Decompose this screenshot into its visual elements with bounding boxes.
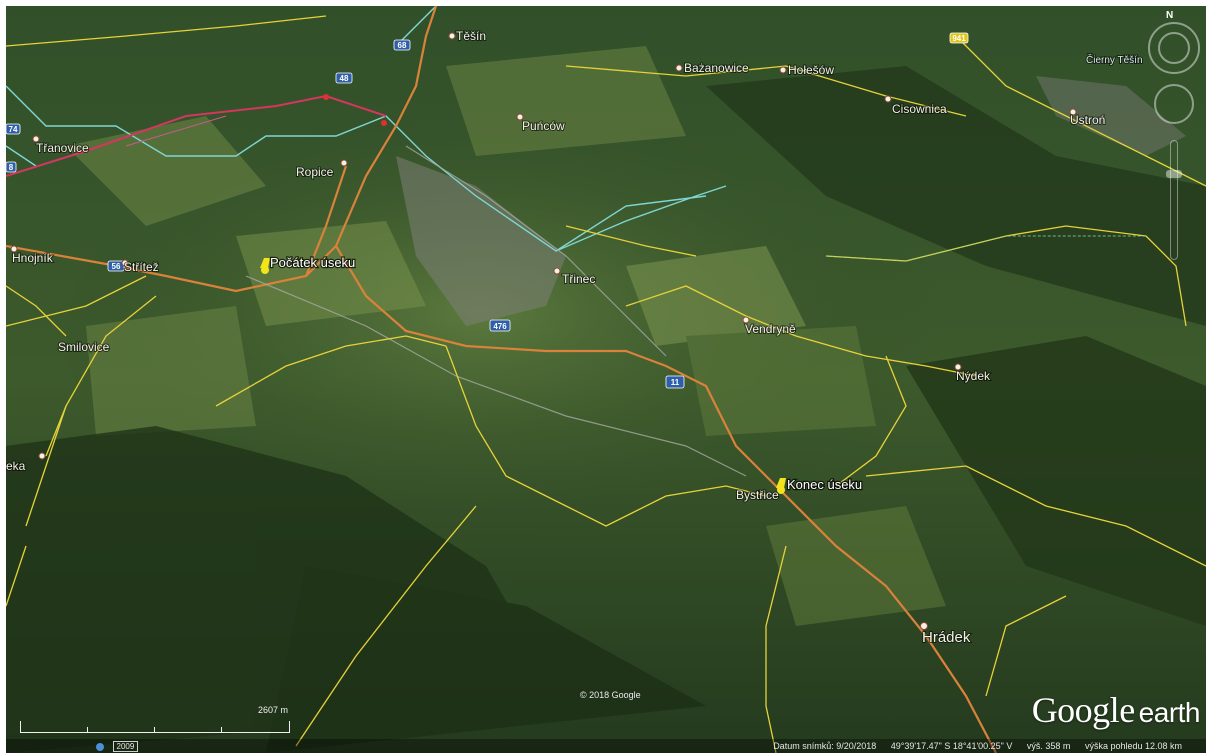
place-dot-icon — [448, 32, 456, 40]
place-ropice[interactable]: Ropice — [295, 164, 335, 180]
road-shield-68-label: 68 — [398, 41, 407, 50]
zoom-slider[interactable] — [1170, 140, 1178, 260]
scale-line — [20, 721, 290, 733]
place-dot-icon — [675, 64, 683, 72]
satellite-map[interactable]: 68 48 74 56 476 11 941 8 Těšín Bażanowic… — [6, 6, 1206, 753]
status-bar: 2009 Datum snímků: 9/20/2018 49°39'17.47… — [6, 739, 1206, 753]
place-bystrice[interactable]: Bystřice — [735, 487, 780, 503]
cursor-coordinates: 49°39'17.47" S 18°41'00.25" V — [890, 741, 1013, 751]
road-shield-48-label: 48 — [340, 74, 349, 83]
navigation-controls[interactable]: N — [1146, 10, 1202, 270]
mountain-forest — [6, 66, 1206, 753]
road-shield-74-label: 74 — [9, 125, 18, 134]
placemark-start-label: Počátek úseku — [270, 255, 355, 270]
pushpin-head-icon — [261, 266, 269, 274]
valley-area — [66, 106, 986, 566]
place-ustron[interactable]: Ustroń — [1069, 112, 1106, 128]
pushpin-head-icon — [777, 486, 785, 494]
place-dot-icon — [516, 113, 524, 121]
scale-bar: 2607 m — [20, 705, 290, 733]
place-dot-icon — [38, 452, 46, 460]
place-labels: Těšín Bażanowice Hołešów Cisownica Ustro… — [6, 28, 1144, 647]
zoom-slider-knob[interactable] — [1166, 170, 1182, 178]
compass-north-label: N — [1166, 10, 1174, 21]
place-czarny-tesin[interactable]: Čierny Těšín — [1085, 52, 1144, 67]
field-patches — [66, 46, 946, 626]
map-viewport[interactable]: 68 48 74 56 476 11 941 8 Těšín Bażanowic… — [6, 6, 1206, 753]
road-shield-941: 941 — [949, 32, 969, 44]
place-punkow[interactable]: Puńców — [521, 118, 566, 134]
place-dot-icon — [954, 363, 962, 371]
map-copyright: © 2018 Google — [580, 690, 641, 700]
logo-product: earth — [1138, 697, 1201, 728]
railway-line-2 — [125, 115, 227, 147]
place-dot-icon — [553, 267, 561, 275]
road-shield-11-label: 11 — [671, 378, 680, 387]
scale-label: 2607 m — [257, 705, 288, 715]
border-lines — [6, 6, 727, 252]
scale-tick — [87, 727, 88, 733]
place-nydek[interactable]: Nýdek — [955, 368, 992, 384]
globe-icon[interactable] — [96, 742, 104, 751]
status-right: Datum snímků: 9/20/2018 49°39'17.47" S 1… — [773, 741, 1182, 751]
place-holesov[interactable]: Hołešów — [787, 62, 835, 78]
secondary-roads — [245, 145, 747, 477]
road-shield-48: 48 — [335, 72, 353, 84]
road-shield-8: 8 — [6, 161, 17, 173]
place-hnojnik[interactable]: Hnojník — [11, 250, 55, 266]
place-dot-icon — [920, 622, 928, 630]
pushpin-icon — [776, 478, 786, 488]
railway-line — [6, 94, 387, 177]
place-dot-icon — [779, 66, 787, 74]
place-tranovice[interactable]: Třanovice — [35, 140, 90, 156]
historical-imagery-year[interactable]: 2009 — [112, 741, 139, 752]
look-joystick-icon[interactable] — [1158, 32, 1190, 64]
main-roads — [6, 6, 997, 753]
compass-ring-icon[interactable] — [1148, 22, 1200, 74]
placemark-end-label: Konec úseku — [787, 477, 862, 492]
place-tesin[interactable]: Těšín — [455, 28, 487, 44]
town-ustron-area — [1036, 76, 1186, 156]
place-dot-icon — [121, 259, 129, 267]
place-trinec[interactable]: Třinec — [561, 271, 596, 287]
road-shield-8-label: 8 — [9, 163, 14, 172]
pushpin-icon — [260, 258, 270, 268]
road-shield-476-label: 476 — [493, 322, 507, 331]
road-shield-56-label: 56 — [112, 262, 121, 271]
road-shield-476: 476 — [489, 319, 511, 332]
place-dot-icon — [742, 316, 750, 324]
scale-tick — [221, 727, 222, 733]
status-left: 2009 — [96, 741, 139, 752]
place-eka[interactable]: eka — [6, 458, 27, 474]
place-dot-icon — [884, 95, 892, 103]
place-vendryne[interactable]: Vendryně — [744, 321, 797, 337]
road-shield-74: 74 — [6, 123, 21, 135]
place-dot-icon — [10, 245, 18, 253]
place-bazanowice[interactable]: Bażanowice — [683, 60, 750, 76]
placemark-end[interactable]: Konec úseku — [776, 476, 863, 494]
junction-icon — [323, 94, 329, 100]
imagery-date: Datum snímků: 9/20/2018 — [773, 741, 877, 751]
placemark-start[interactable]: Počátek úseku — [260, 254, 357, 274]
road-shield-11: 11 — [665, 375, 685, 389]
hiking-trail — [825, 235, 1146, 262]
scale-tick — [154, 727, 155, 733]
place-cisownica[interactable]: Cisownica — [891, 101, 948, 117]
town-trinec-area — [396, 156, 566, 326]
place-dot-icon — [1069, 108, 1077, 116]
road-shield-68: 68 — [393, 39, 411, 51]
place-smilovice[interactable]: Smilovice — [57, 339, 111, 355]
logo-brand: Google — [1031, 690, 1135, 730]
road-shield-941-label: 941 — [952, 34, 966, 43]
move-joystick-icon[interactable] — [1154, 84, 1194, 124]
elevation: výš. 358 m — [1026, 741, 1071, 751]
road-shields: 68 48 74 56 476 11 941 8 — [6, 32, 969, 389]
place-hradek[interactable]: Hrádek — [921, 628, 972, 647]
junction-icon — [381, 120, 387, 126]
eye-altitude: výška pohledu 12.08 km — [1084, 741, 1182, 751]
place-dot-icon — [32, 135, 40, 143]
place-stritez[interactable]: Střítež — [123, 259, 160, 275]
place-dot-icon — [340, 159, 348, 167]
